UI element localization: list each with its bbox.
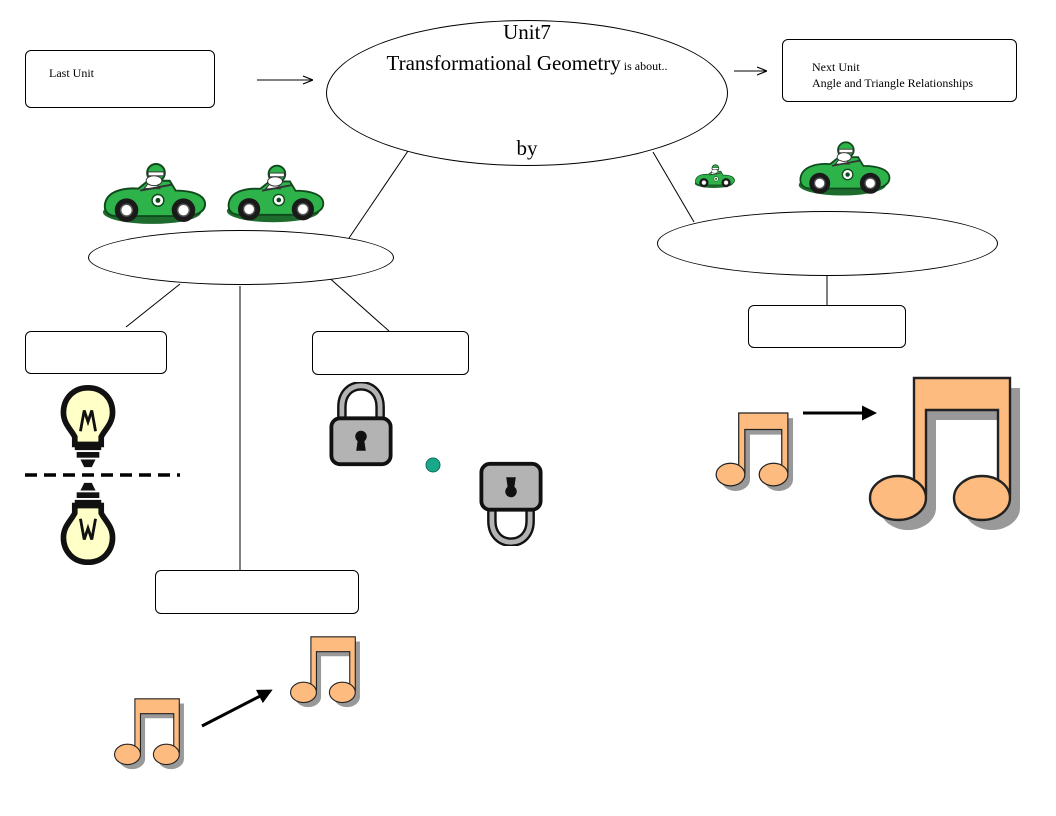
main-topic-oval bbox=[326, 20, 728, 166]
padlock-icon bbox=[477, 460, 545, 546]
last-unit-box[interactable]: Last Unit bbox=[25, 50, 215, 108]
light-bulb-icon bbox=[57, 384, 119, 469]
music-note-icon bbox=[854, 374, 1022, 534]
translation-arrow bbox=[201, 689, 273, 728]
music-note-icon bbox=[708, 411, 794, 493]
translation-answer-box[interactable] bbox=[155, 570, 359, 614]
reflection-answer-box[interactable] bbox=[25, 331, 167, 374]
topic-suffix: is about.. bbox=[620, 59, 668, 73]
race-car-icon bbox=[101, 161, 209, 225]
music-note-icon bbox=[108, 697, 184, 771]
topic-line: Transformational Geometry is about.. bbox=[326, 49, 728, 80]
rotation-answer-box[interactable] bbox=[312, 331, 469, 375]
race-car-icon bbox=[797, 133, 893, 203]
next-unit-label: Next Unit bbox=[812, 60, 860, 74]
line-left-oval-to-rotation bbox=[325, 274, 390, 332]
small-race-car-icon bbox=[694, 160, 736, 192]
unit-title: Unit7 bbox=[503, 20, 551, 44]
music-note-icon bbox=[284, 635, 360, 709]
race-car-icon bbox=[225, 161, 327, 225]
topic-title: Transformational Geometry bbox=[386, 51, 621, 75]
non-rigid-motions-oval[interactable] bbox=[657, 211, 998, 276]
line-main-to-left-oval bbox=[348, 150, 409, 239]
rigid-motions-oval[interactable] bbox=[88, 230, 394, 285]
last-unit-label: Last Unit bbox=[49, 66, 94, 80]
light-bulb-icon bbox=[57, 481, 119, 566]
rotation-center-point bbox=[425, 457, 441, 473]
line-main-to-right-oval bbox=[652, 151, 695, 223]
dilation-answer-box[interactable] bbox=[748, 305, 906, 348]
next-unit-box[interactable]: Next Unit Angle and Triangle Relationshi… bbox=[782, 39, 1017, 102]
line-left-oval-to-reflection bbox=[125, 283, 181, 328]
padlock-icon bbox=[326, 382, 396, 468]
next-unit-name: Angle and Triangle Relationships bbox=[812, 76, 973, 90]
by-label: by bbox=[516, 136, 538, 160]
